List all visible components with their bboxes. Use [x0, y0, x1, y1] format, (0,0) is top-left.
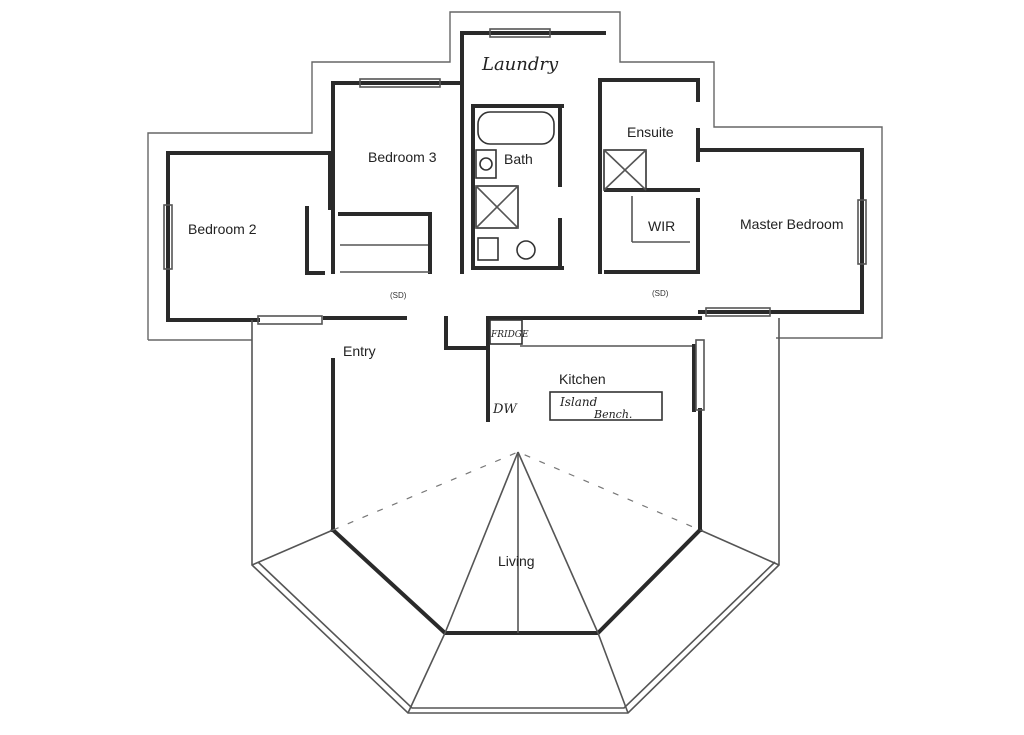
fridge-label: FRIDGE — [490, 330, 529, 340]
ensuite-label: Ensuite — [627, 124, 674, 140]
deck-outline — [251, 318, 780, 714]
bath-label: Bath — [504, 151, 533, 167]
smoke-detector-left: (SD) — [390, 291, 407, 300]
roof-outline — [147, 11, 883, 341]
shower — [475, 185, 519, 229]
master-bedroom-label: Master Bedroom — [740, 216, 843, 232]
living-label: Living — [498, 553, 535, 569]
fridge-box — [489, 319, 523, 345]
island-label-line2: Bench. — [593, 408, 632, 421]
bathtub — [477, 111, 555, 145]
wir-label: WIR — [648, 218, 675, 234]
bath-fixtures — [475, 111, 690, 261]
laundry-label: Laundry — [481, 54, 559, 75]
ensuite-shower — [603, 149, 647, 191]
windows — [163, 28, 867, 411]
walls — [166, 31, 864, 635]
vanity — [475, 149, 497, 179]
kitchen-label: Kitchen — [559, 371, 606, 387]
bedroom-3-label: Bedroom 3 — [368, 149, 437, 165]
ceiling-lines — [332, 451, 701, 634]
bedroom-2-label: Bedroom 2 — [188, 221, 257, 237]
island-label-line1: Island — [559, 395, 598, 409]
smoke-detector-right: (SD) — [652, 289, 669, 298]
toilet — [477, 237, 499, 261]
island-bench — [549, 391, 663, 421]
dishwasher-label: DW — [492, 402, 518, 417]
entry-label: Entry — [343, 343, 376, 359]
